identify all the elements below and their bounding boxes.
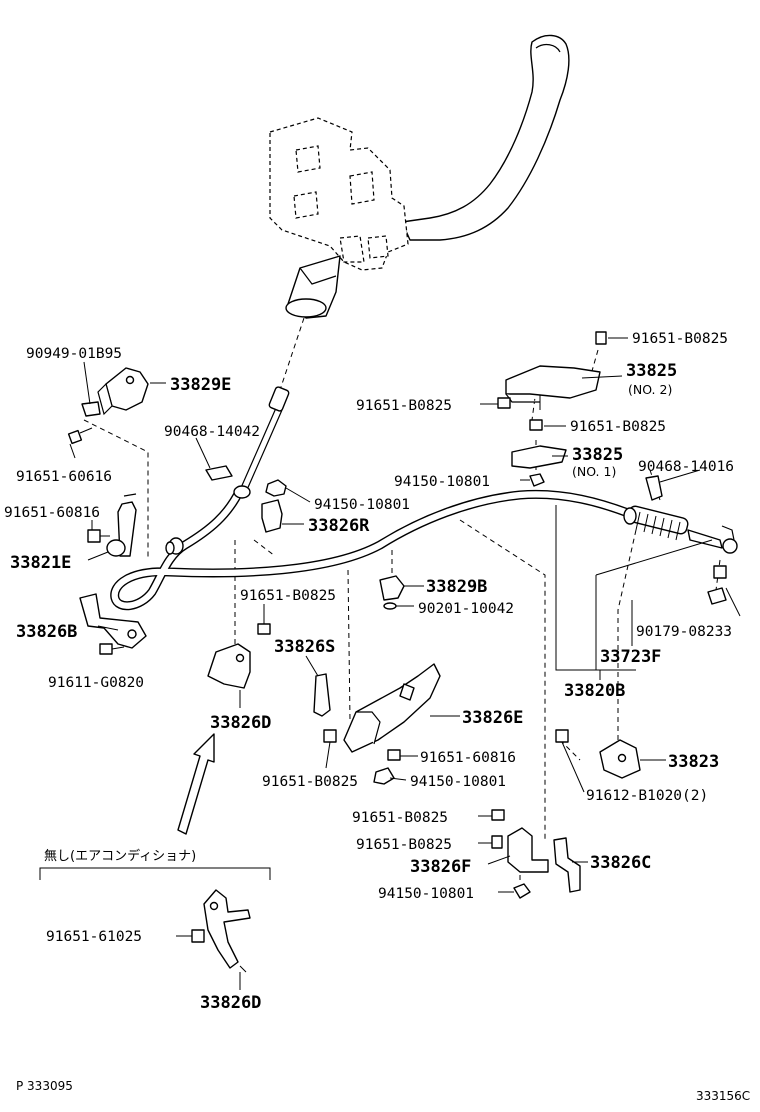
label-33825-no2: 33825	[626, 361, 677, 381]
label-90468-14042: 90468-14042	[164, 424, 260, 440]
label-33826B: 33826B	[16, 622, 77, 642]
bolt-91651-B0825-mid	[257, 623, 271, 635]
part-33826R-clamp	[261, 499, 283, 533]
arrow-up-icon	[177, 733, 215, 835]
guide-lines	[83, 317, 721, 880]
label-91651-B0825-mid: 91651-B0825	[240, 588, 336, 604]
label-90949-01B95: 90949-01B95	[26, 346, 122, 362]
part-33825-no1	[511, 445, 567, 469]
label-33829B: 33829B	[426, 577, 487, 597]
label-91651-60816-left: 91651-60816	[4, 505, 100, 521]
bolt-91651-B0825-33826F-b	[491, 835, 503, 849]
footer-right-code: 333156C	[696, 1089, 750, 1103]
part-33826B-bracket	[79, 593, 147, 649]
part-33821E-link	[106, 493, 137, 557]
part-labels: 90949-01B95 33829E 91651-B0825 33825 (NO…	[4, 331, 734, 1013]
bolt-91611-G0820	[99, 643, 125, 655]
label-no2: (NO. 2)	[628, 382, 672, 397]
label-90179-08233: 90179-08233	[636, 624, 732, 640]
shift-lever-assembly	[269, 34, 570, 319]
label-33826S: 33826S	[274, 637, 335, 657]
label-91612-B1020: 91612-B1020(2)	[586, 788, 708, 804]
label-33826R: 33826R	[308, 516, 370, 536]
clip-90949-01B95	[81, 401, 101, 417]
part-33826E-bracket	[343, 663, 441, 753]
bolt-91612-B1020	[555, 729, 569, 743]
label-90201-10042: 90201-10042	[418, 601, 514, 617]
label-91651-B0825-top: 91651-B0825	[632, 331, 728, 347]
label-33829E: 33829E	[170, 375, 231, 395]
part-33823-bracket	[599, 739, 641, 779]
clip-90468-14016	[645, 475, 663, 501]
label-91651-B0825-no2: 91651-B0825	[356, 398, 452, 414]
label-33826C: 33826C	[590, 853, 651, 873]
leader-lines	[69, 337, 741, 990]
label-94150-10801-a: 94150-10801	[314, 497, 410, 513]
part-33826D-upper	[207, 643, 251, 689]
label-33826F: 33826F	[410, 857, 471, 877]
alternate-section-bracket	[39, 867, 271, 880]
part-33825-no2	[505, 365, 601, 410]
bolt-91651-B0825-33826F-a	[491, 809, 505, 821]
label-33826E: 33826E	[462, 708, 523, 728]
label-91651-B0825-33826E: 91651-B0825	[262, 774, 358, 790]
label-33826D-lower: 33826D	[200, 993, 261, 1013]
part-33820B-line	[555, 505, 713, 671]
label-no1: (NO. 1)	[572, 464, 616, 479]
nut-94150-10801-d	[513, 883, 531, 899]
footer: P 333095 333156C	[16, 1079, 750, 1103]
label-91651-B0825-33826F-b: 91651-B0825	[356, 837, 452, 853]
bolt-91651-B0825-top	[595, 331, 607, 345]
label-94150-10801-c: 94150-10801	[410, 774, 506, 790]
label-91651-B0825-33826F-a: 91651-B0825	[352, 810, 448, 826]
label-33825-no1: 33825	[572, 445, 623, 465]
label-alternate-no-aircon: 無し(エアコンディショナ)	[44, 848, 196, 864]
bolt-91651-60816-right	[387, 749, 401, 761]
bolt-91651-B0825-no2	[497, 397, 511, 409]
label-91611-G0820: 91611-G0820	[48, 675, 144, 691]
bolt-91651-B0825-33826E	[323, 729, 337, 743]
nut-94150-10801-b	[529, 473, 545, 487]
cable-end-fitting	[623, 505, 738, 554]
nut-94150-10801-a	[265, 479, 287, 497]
label-91651-60616: 91651-60616	[16, 469, 112, 485]
label-33723F: 33723F	[600, 647, 661, 667]
label-91651-B0825-no1: 91651-B0825	[570, 419, 666, 435]
part-33829B-clip	[379, 575, 405, 610]
label-91651-61025: 91651-61025	[46, 929, 142, 945]
bolt-91651-61025	[191, 929, 205, 943]
nut-94150-10801-c	[373, 767, 395, 785]
part-33826C-bracket	[553, 837, 581, 893]
shift-cable	[110, 386, 738, 611]
footer-left-code: P 333095	[16, 1079, 73, 1093]
clip-90468-14042	[205, 465, 233, 481]
bolt-91651-60616	[67, 427, 93, 445]
bolt-91651-B0825-no1	[529, 419, 543, 431]
part-33829E-bracket	[97, 367, 149, 416]
label-33820B: 33820B	[564, 681, 625, 701]
label-94150-10801-d: 94150-10801	[378, 886, 474, 902]
label-91651-60816-right: 91651-60816	[420, 750, 516, 766]
part-33826S-clip	[313, 673, 331, 717]
label-33823: 33823	[668, 752, 719, 772]
part-33826F-bracket	[507, 827, 549, 873]
bolt-91651-60816-left	[87, 529, 110, 543]
label-33826D-upper: 33826D	[210, 713, 271, 733]
label-90468-14016: 90468-14016	[638, 459, 734, 475]
label-94150-10801-b: 94150-10801	[394, 474, 490, 490]
label-33821E: 33821E	[10, 553, 71, 573]
part-33826D-lower	[203, 889, 251, 973]
bolt-90179-08233	[707, 565, 727, 605]
